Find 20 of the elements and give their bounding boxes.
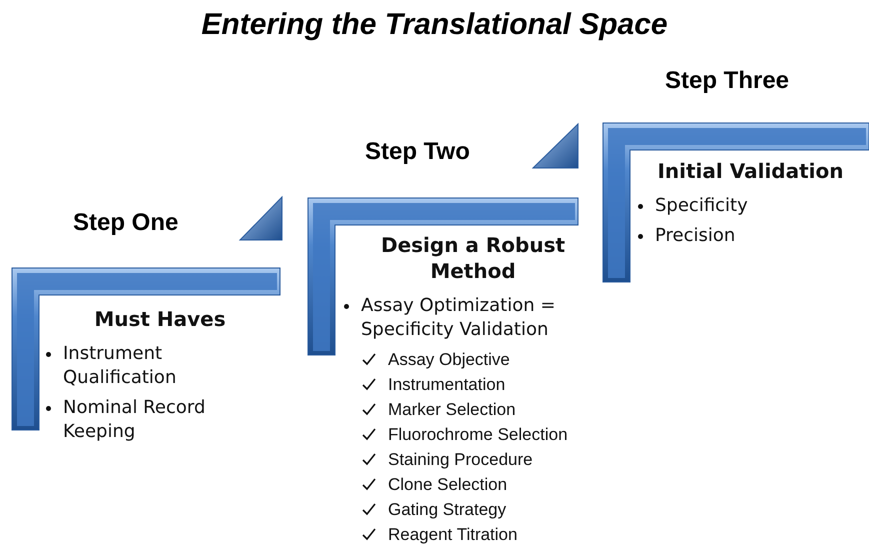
bullet-item: Precision: [655, 224, 736, 248]
bullet-item: Instrument Qualification: [63, 342, 178, 390]
checklist-item: Staining Procedure: [388, 449, 533, 471]
bullet-item: Specificity: [655, 194, 748, 218]
step-heading: Step Three: [665, 67, 790, 95]
step-heading: Step One: [73, 209, 178, 237]
step-subtitle: Must Haves: [93, 306, 227, 332]
checklist-item: Gating Strategy: [388, 499, 506, 521]
checklist-item: Reagent Titration: [388, 524, 518, 546]
checklist-item: Assay Objective: [388, 349, 510, 371]
step-heading: Step Two: [365, 138, 470, 166]
step-subtitle: Initial Validation: [656, 158, 845, 184]
bullet-item: Nominal Record Keeping: [63, 396, 206, 444]
checklist-item: Clone Selection: [388, 474, 508, 496]
step-subtitle: Design a Robust Method: [380, 232, 566, 284]
title: Entering the Translational Space: [200, 8, 669, 42]
checklist-item: Fluorochrome Selection: [388, 424, 568, 446]
checklist-item: Instrumentation: [388, 374, 506, 396]
checklist-item: Marker Selection: [388, 399, 516, 421]
bullet-item: Assay Optimization = Specificity Validation: [361, 294, 556, 342]
